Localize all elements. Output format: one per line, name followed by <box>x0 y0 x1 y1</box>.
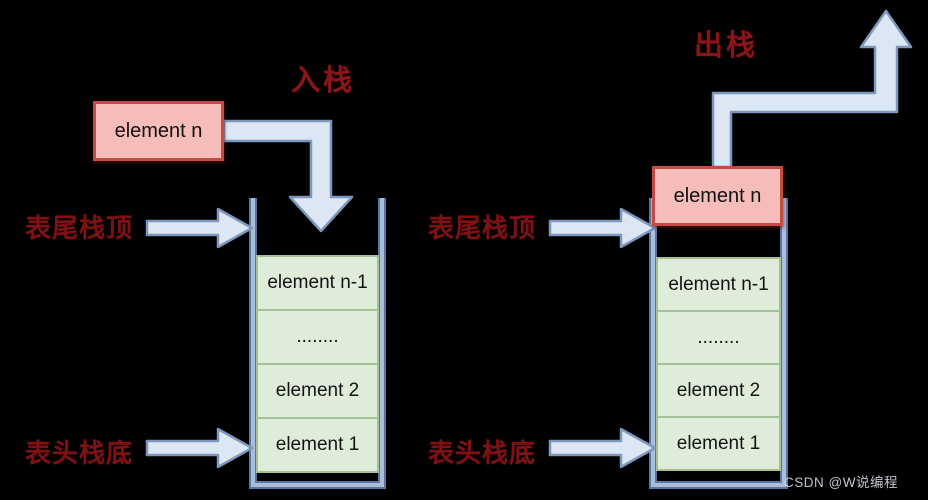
left-stack-bottom-label: 表头栈底 <box>25 438 134 468</box>
stack-cell: element 2 <box>256 363 379 419</box>
popped-element-box: element n <box>652 166 783 226</box>
stack-cell: ........ <box>656 310 781 365</box>
stack-cell-label: element 2 <box>275 380 360 401</box>
csdn-watermark: CSDN @W说编程 <box>784 475 898 490</box>
right-top-pointer-arrow-icon <box>548 207 657 249</box>
stack-cell: element 1 <box>656 416 781 471</box>
left-top-pointer-arrow-icon <box>145 207 254 249</box>
stack-cell-label: ........ <box>296 326 339 347</box>
right-stack-bottom-label: 表头栈底 <box>428 438 537 468</box>
right-bottom-pointer-arrow-icon <box>548 427 657 469</box>
pop-title: 出栈 <box>694 30 759 62</box>
stack-cell: element n-1 <box>656 257 781 312</box>
stack-cell: element n-1 <box>256 255 379 311</box>
stack-cell-label: element 1 <box>676 432 761 454</box>
right-stack-container-highlight <box>651 198 786 487</box>
left-stack-top-label: 表尾栈顶 <box>25 213 134 243</box>
stack-cell-label: element 2 <box>676 379 761 401</box>
right-stack-top-label: 表尾栈顶 <box>428 213 537 243</box>
stack-cell: element 2 <box>656 363 781 418</box>
left-bottom-pointer-arrow-icon <box>145 427 254 469</box>
incoming-element-label: element n <box>114 119 203 142</box>
stack-cell: ........ <box>256 309 379 365</box>
stack-cell-label: element n-1 <box>668 273 769 295</box>
left-stack-container-highlight <box>251 198 384 487</box>
pop-arrow-icon <box>711 9 913 169</box>
stack-cell-label: element n-1 <box>267 272 368 293</box>
push-arrow-icon <box>222 119 354 233</box>
incoming-element-box: element n <box>93 101 224 161</box>
right-stack-cells: element n-1 ........ element 2 element 1 <box>656 257 781 471</box>
left-stack-cells: element n-1 ........ element 2 element 1 <box>256 255 379 473</box>
stack-cell-label: element 1 <box>275 434 360 455</box>
popped-element-label: element n <box>673 184 762 207</box>
stack-cell: element 1 <box>256 417 379 473</box>
push-title: 入栈 <box>291 65 356 97</box>
stack-cell-label: ........ <box>697 326 740 348</box>
